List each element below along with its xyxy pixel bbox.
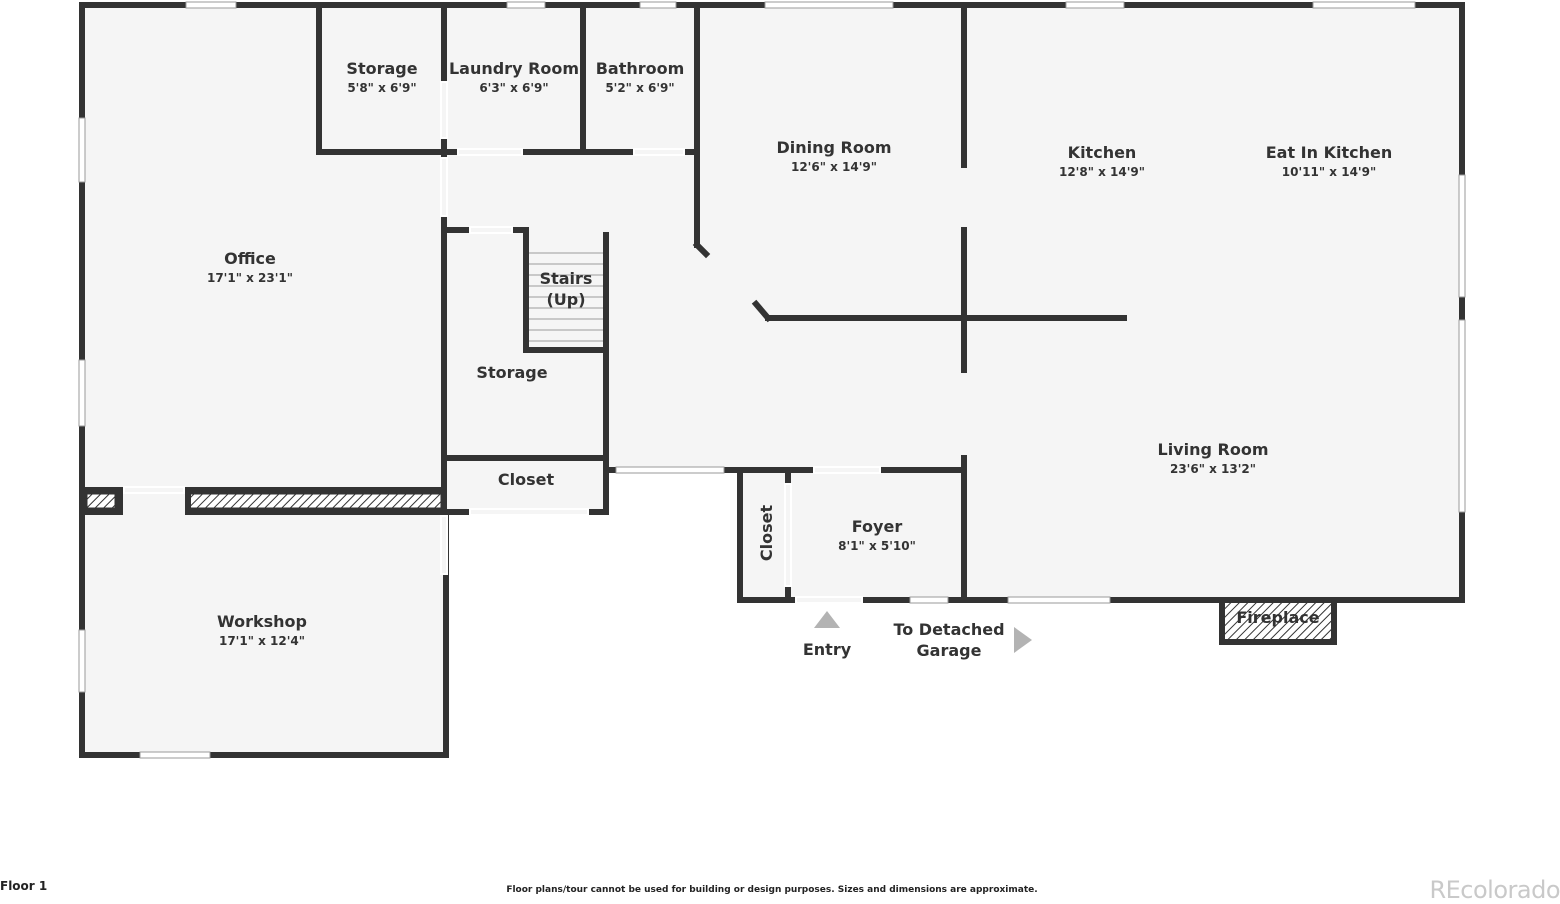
entry-arrow-icon [814, 611, 840, 628]
room-name-storage-mid: Storage [476, 363, 547, 382]
room-dim-living: 23'6" x 13'2" [1170, 462, 1256, 476]
room-dim-eat-in-kitchen: 10'11" x 14'9" [1282, 165, 1376, 179]
room-dim-office: 17'1" x 23'1" [207, 271, 293, 285]
stairs-label-line1: Stairs [540, 269, 593, 288]
floor-label: Floor 1 [0, 879, 48, 893]
room-dim-foyer: 8'1" x 5'10" [838, 539, 916, 553]
fireplace-hearth [1224, 602, 1332, 640]
room-name-eat-in-kitchen: Eat In Kitchen [1266, 143, 1393, 162]
hatched-wall-right [186, 491, 444, 511]
room-dim-kitchen: 12'8" x 14'9" [1059, 165, 1145, 179]
room-name-dining: Dining Room [776, 138, 891, 157]
garage-label-line1: To Detached [893, 620, 1004, 639]
room-dim-workshop: 17'1" x 12'4" [219, 634, 305, 648]
room-dim-dining: 12'6" x 14'9" [791, 160, 877, 174]
room-name-bathroom: Bathroom [596, 59, 685, 78]
disclaimer: Floor plans/tour cannot be used for buil… [506, 885, 1038, 895]
room-dim-laundry: 6'3" x 6'9" [479, 81, 548, 95]
room-name-kitchen: Kitchen [1068, 143, 1137, 162]
windows [78, 1, 1466, 759]
room-name-storage-top: Storage [346, 59, 417, 78]
entry-label: Entry [803, 640, 852, 659]
hatched-wall-left [84, 491, 118, 511]
room-name-office: Office [224, 249, 276, 268]
stairs-treads [529, 252, 604, 342]
door-openings [123, 81, 881, 604]
garage-label-line2: Garage [917, 641, 982, 660]
room-name-closet-foyer: Closet [757, 505, 776, 562]
garage-arrow-icon [1014, 627, 1032, 653]
room-name-fireplace: Fireplace [1236, 608, 1319, 627]
room-name-living: Living Room [1158, 440, 1269, 459]
room-name-closet-mid: Closet [498, 470, 555, 489]
floor-area [82, 5, 1462, 755]
room-name-workshop: Workshop [217, 612, 307, 631]
stairs-label-line2: (Up) [546, 290, 585, 309]
room-name-laundry: Laundry Room [449, 59, 579, 78]
brand-logo: REcolorado [1429, 876, 1560, 904]
room-dim-bathroom: 5'2" x 6'9" [605, 81, 674, 95]
room-dim-storage-top: 5'8" x 6'9" [347, 81, 416, 95]
room-name-foyer: Foyer [852, 517, 903, 536]
